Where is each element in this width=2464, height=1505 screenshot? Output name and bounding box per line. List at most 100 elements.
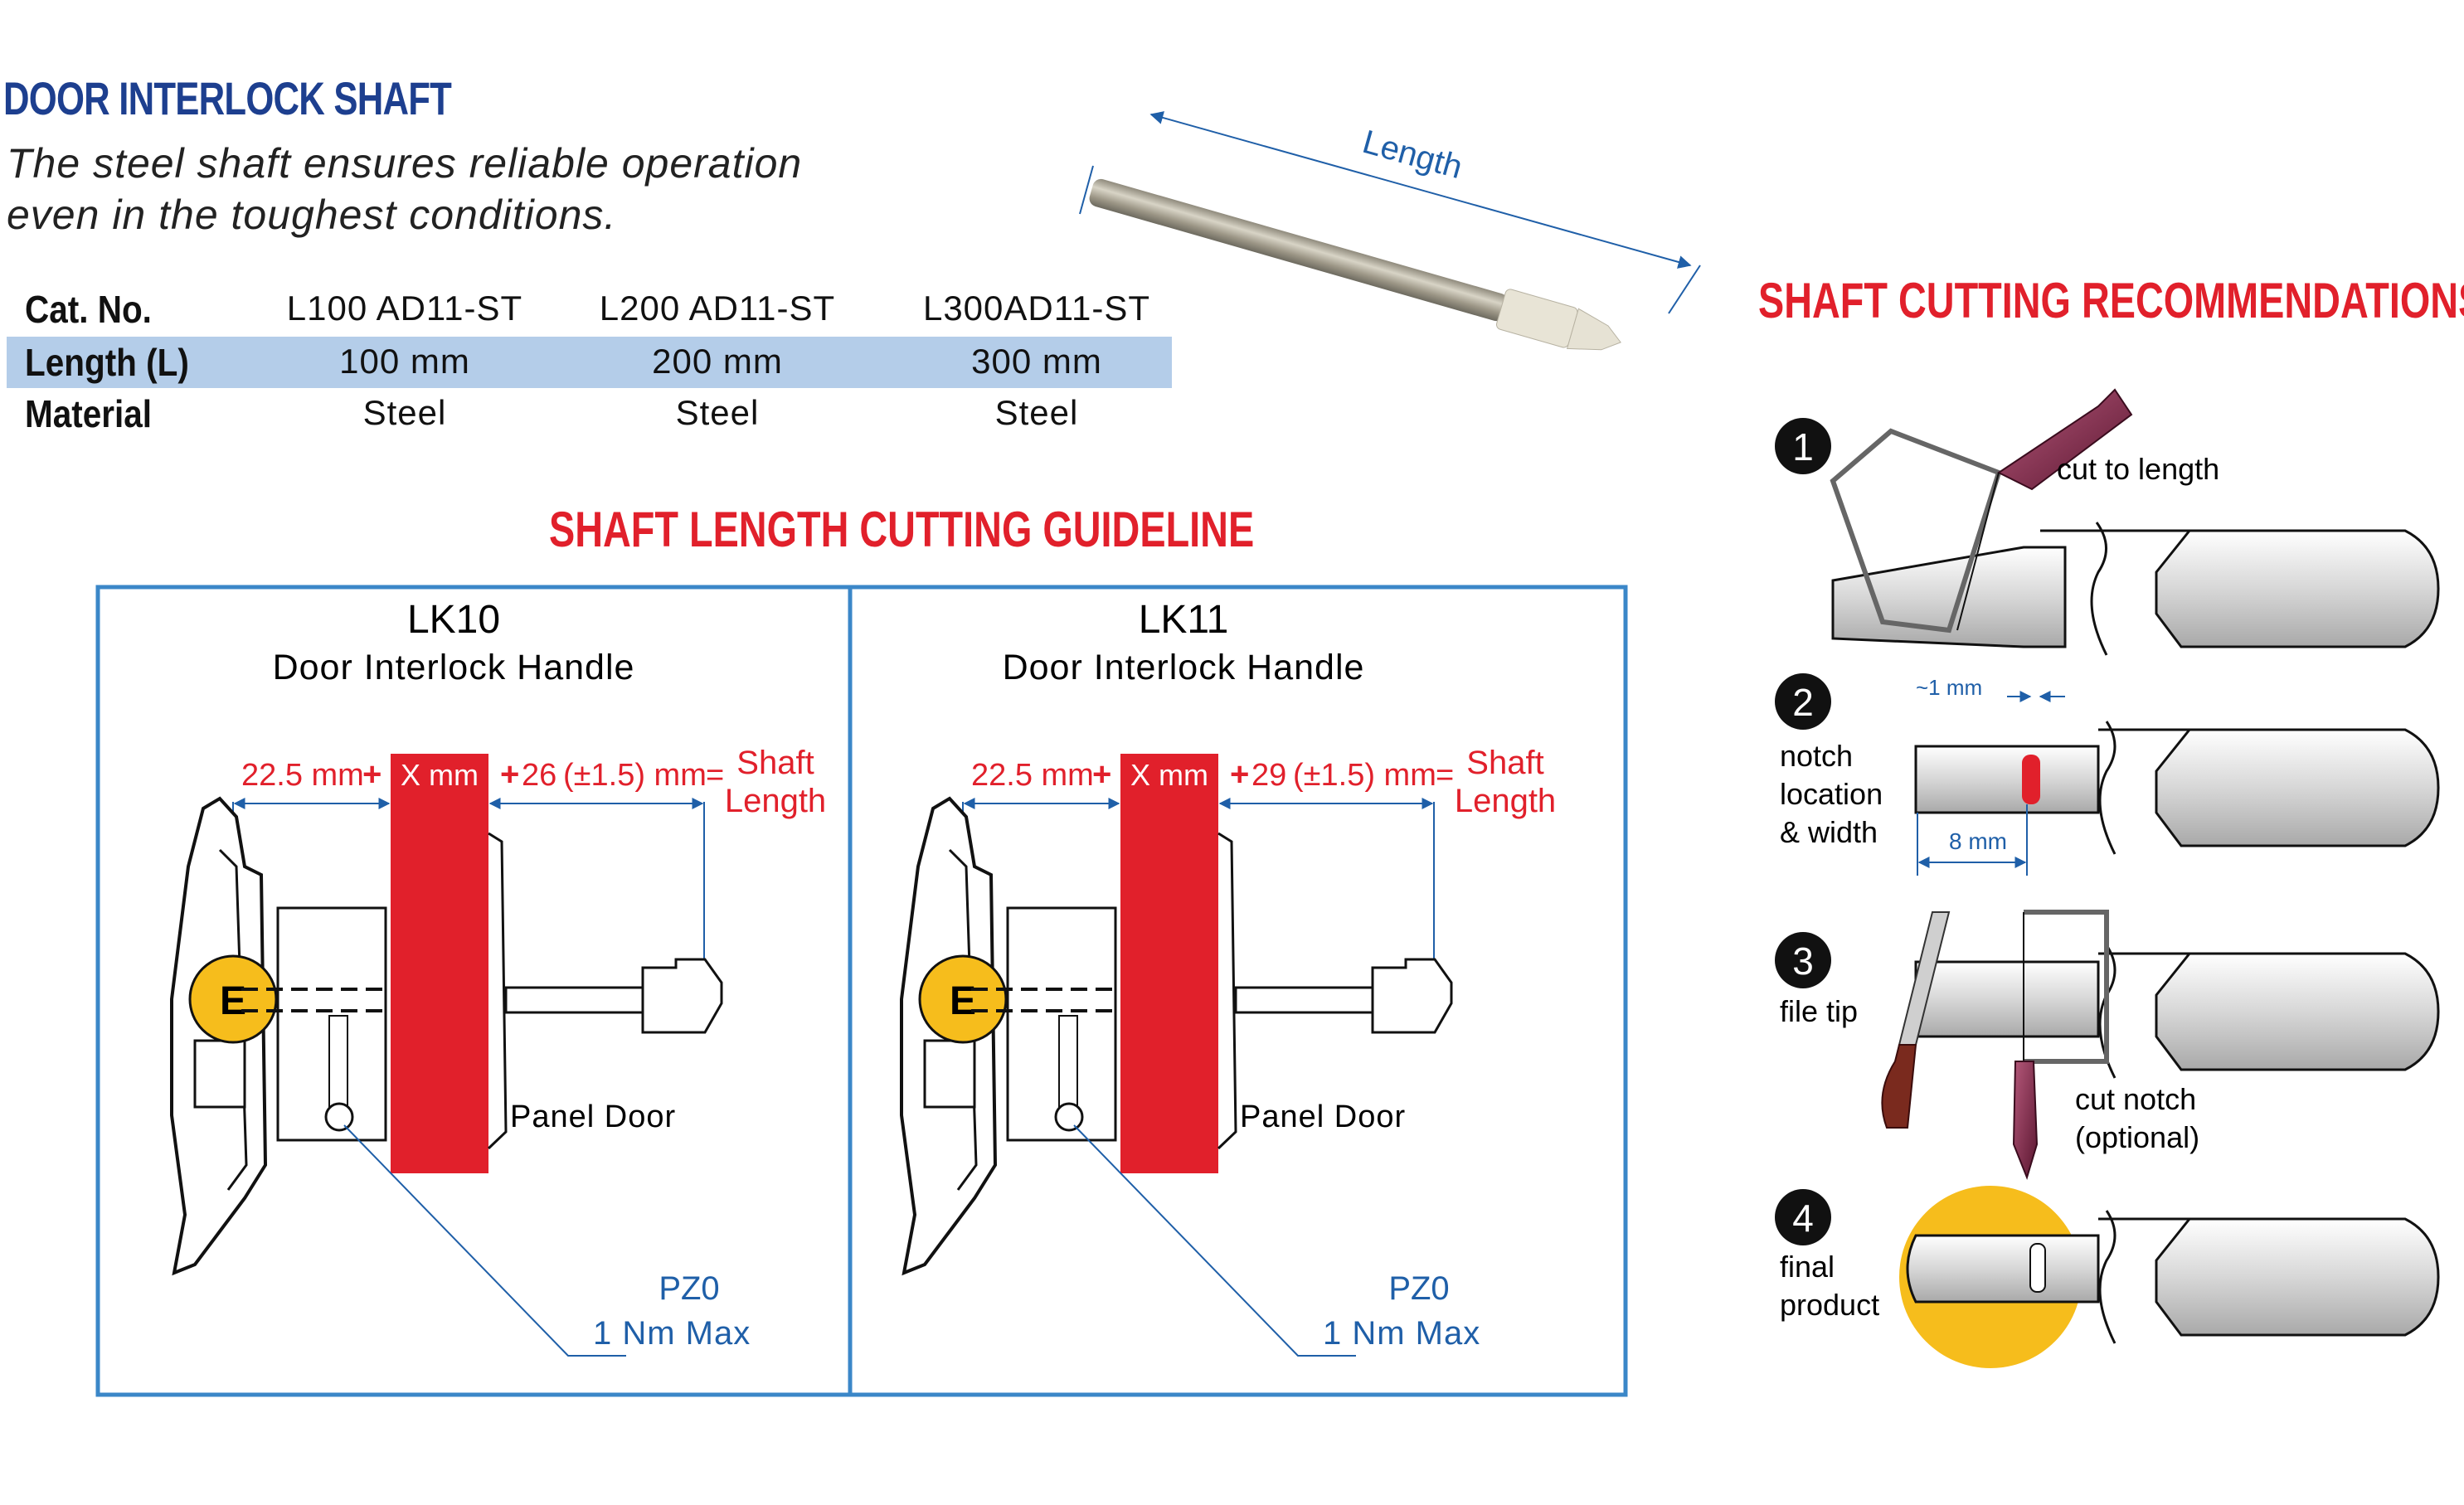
lk11-plus-2: + [1230, 756, 1249, 793]
lk11-tolerance: (±1.5) mm [1293, 758, 1436, 793]
step-3-saw-frame [2024, 910, 2109, 1064]
lk11-x-box [1120, 754, 1218, 794]
lk10-result-line-2: Length [725, 783, 826, 819]
lk11-dim-x: X mm [1130, 758, 1208, 792]
step-4-notch [2029, 1243, 2046, 1293]
step-4-shaft [1906, 1234, 2100, 1304]
step-2-label-3: & width [1780, 815, 1878, 849]
step-1: 1 cut to length [1775, 388, 2440, 656]
step-2-dim-notch: ~1 mm [1916, 675, 1982, 700]
cutting-heading: SHAFT CUTTING RECOMMENDATIONS [1758, 273, 2464, 328]
spec-row-cat-no: Cat. No. L100 AD11-ST L200 AD11-ST L300A… [7, 284, 1172, 335]
step-4-badge [1775, 1189, 1831, 1245]
step-2-label-2: location [1780, 777, 1883, 811]
lk10-shaft-tip [641, 958, 723, 1034]
step-3-saw-handle [2012, 1061, 2039, 1181]
lk11-shaft [1234, 986, 1374, 1014]
guideline-frame: LK10 Door Interlock Handle 22.5 mm + X m… [95, 585, 1628, 1397]
shaft-tip [1495, 289, 1578, 348]
lk11-panel: LK11 Door Interlock Handle 22.5 mm + X m… [900, 598, 1556, 1357]
lk10-panel-door [391, 792, 488, 1173]
spec-cell: 100 mm [339, 342, 470, 381]
lk10-model: LK10 [407, 598, 500, 642]
step-3-tip [2098, 952, 2440, 1071]
length-dim-line [1149, 111, 1692, 269]
lk11-shaft-tip [1371, 958, 1453, 1034]
lk10-equals: = [706, 758, 724, 793]
step-2-break-mark [2098, 721, 2117, 855]
step-4: 4 final product [1775, 1186, 2440, 1368]
lk11-panel-label: Panel Door [1240, 1100, 1406, 1134]
page-title: DOOR INTERLOCK SHAFT [3, 72, 452, 124]
lk10-plus-1: + [362, 756, 382, 793]
spec-row-material: Material Steel Steel Steel [7, 388, 1172, 439]
spec-cell: L100 AD11-ST [286, 289, 523, 328]
step-4-tip [2098, 1217, 2440, 1337]
step-2-number: 2 [1792, 681, 1814, 724]
spec-label: Material [25, 392, 152, 435]
step-2: 2 notch location & width ~1 mm 8 mm [1775, 673, 2440, 876]
spec-cell: 300 mm [971, 342, 1102, 381]
step-1-saw-frame [1830, 428, 2002, 634]
dim-ext-line [1668, 265, 1701, 314]
step-1-tip [2040, 529, 2440, 648]
spec-cell: Steel [994, 393, 1079, 432]
step-1-badge [1775, 418, 1831, 474]
step-2-badge [1775, 673, 1831, 730]
lk10-x-box [391, 754, 488, 794]
lk10-panel-label: Panel Door [510, 1100, 676, 1134]
spec-row-length: Length (L) 100 mm 200 mm 300 mm [7, 337, 1172, 388]
spec-label: Cat. No. [25, 288, 152, 331]
lk10-screw-type: PZ0 [659, 1270, 719, 1307]
lk10-result-line-1: Shaft [736, 745, 814, 781]
lk11-leader [1073, 1124, 1356, 1357]
lk11-plus-1: + [1092, 756, 1111, 793]
lk10-dim-b: 26 [522, 758, 556, 793]
lk10-latch-block [193, 1039, 246, 1109]
cutting-steps: 1 cut to length 2 notch location & width… [1775, 388, 2440, 1368]
spec-cell: Steel [362, 393, 447, 432]
step-2-dim-offset: 8 mm [1949, 828, 2007, 854]
tagline-line-1: The steel shaft ensures reliable operati… [7, 140, 803, 187]
step-3-label-3: (optional) [2075, 1120, 2199, 1154]
lk11-latch-block [923, 1039, 976, 1109]
dim-ext-line [1079, 165, 1094, 215]
step-2-notch [2022, 755, 2040, 804]
lk11-dim-a: 22.5 mm [971, 758, 1094, 793]
step-2-tip [2098, 728, 2440, 847]
tagline-line-2: even in the toughest conditions. [7, 192, 617, 238]
step-3-number: 3 [1792, 939, 1814, 983]
lk11-panel-door [1120, 792, 1218, 1173]
lk10-screw-head [324, 1102, 354, 1132]
step-4-break-mark [2098, 1210, 2117, 1344]
lk11-screw-type: PZ0 [1388, 1270, 1449, 1307]
lk11-subtitle: Door Interlock Handle [1003, 648, 1365, 687]
lk11-result-line-1: Shaft [1466, 745, 1543, 781]
lk10-dim-x: X mm [401, 758, 479, 792]
step-3-badge [1775, 932, 1831, 988]
lk11-screw-head [1054, 1102, 1084, 1132]
step-2-label-1: notch [1780, 739, 1853, 773]
step-2-shaft [1914, 745, 2100, 814]
step-4-label-2: product [1780, 1288, 1879, 1322]
lk11-yellow-lock [918, 954, 1008, 1044]
step-1-saw-handle [1997, 388, 2133, 491]
lk10-panel: LK10 Door Interlock Handle 22.5 mm + X m… [170, 598, 826, 1357]
spec-cell: L200 AD11-ST [599, 289, 836, 328]
lk10-yellow-lock [188, 954, 278, 1044]
lk11-bezel [1217, 832, 1237, 1150]
lk10-bezel [487, 832, 508, 1150]
lk10-torque: 1 Nm Max [593, 1315, 751, 1352]
step-1-label: cut to length [2057, 452, 2219, 486]
step-4-label-1: final [1780, 1250, 1835, 1284]
step-3-shaft [1914, 960, 2100, 1038]
lk10-leader [343, 1124, 626, 1357]
lk10-dim-a: 22.5 mm [241, 758, 364, 793]
spec-cell: Steel [675, 393, 760, 432]
step-1-break-mark [2090, 522, 2108, 656]
spec-cell: 200 mm [652, 342, 783, 381]
spec-label: Length (L) [25, 341, 189, 384]
step-4-number: 4 [1792, 1197, 1814, 1240]
spec-cell: L300AD11-ST [922, 289, 1151, 328]
lk11-torque: 1 Nm Max [1323, 1315, 1480, 1352]
